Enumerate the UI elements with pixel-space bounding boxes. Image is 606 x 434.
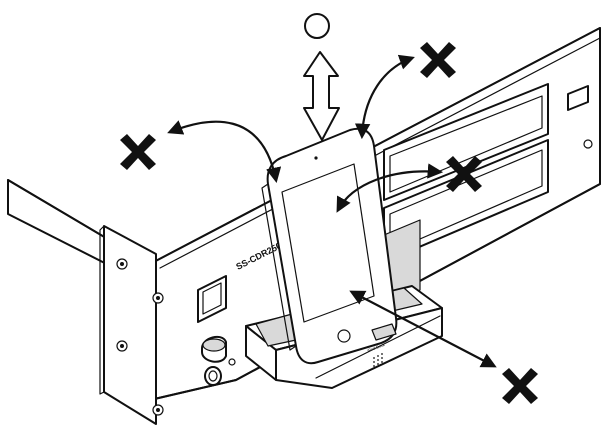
arrow-tilt-top-right — [354, 54, 415, 140]
vertical-double-arrow-icon — [303, 51, 340, 141]
ok-circle-icon — [304, 13, 330, 39]
phones-jack — [204, 366, 222, 386]
arrow-rotate-right — [336, 163, 444, 213]
screw-upper-right-center — [156, 296, 160, 300]
x-mark-upper-right-icon — [420, 42, 456, 78]
x-mark-upper-left-icon — [120, 134, 156, 170]
ipod-camera — [314, 156, 318, 160]
arrow-tilt-left — [167, 120, 282, 184]
chassis-bottom-edge — [149, 183, 601, 401]
power-button — [197, 275, 227, 323]
rack-ear-screws — [116, 258, 164, 416]
screw-lower-right-center — [156, 408, 160, 412]
arrow-pull-diagonal — [349, 290, 497, 368]
ipod-home-button — [337, 329, 351, 343]
phones-level-knob — [201, 335, 227, 363]
screw-lower-left-center — [120, 344, 124, 348]
x-mark-right-icon — [446, 156, 482, 192]
rack-ear-edge — [99, 225, 105, 395]
allowed-direction-mark — [303, 13, 340, 141]
prohibited-direction-marks — [120, 42, 538, 404]
ipod-edge — [261, 183, 297, 351]
small-indicator — [228, 358, 236, 366]
eject-button — [567, 85, 589, 111]
rack-ear — [103, 225, 157, 425]
screw-upper-left-center — [120, 262, 124, 266]
right-indicator — [583, 139, 593, 149]
x-mark-lower-right-icon — [502, 368, 538, 404]
front-top-bevel — [159, 37, 601, 269]
